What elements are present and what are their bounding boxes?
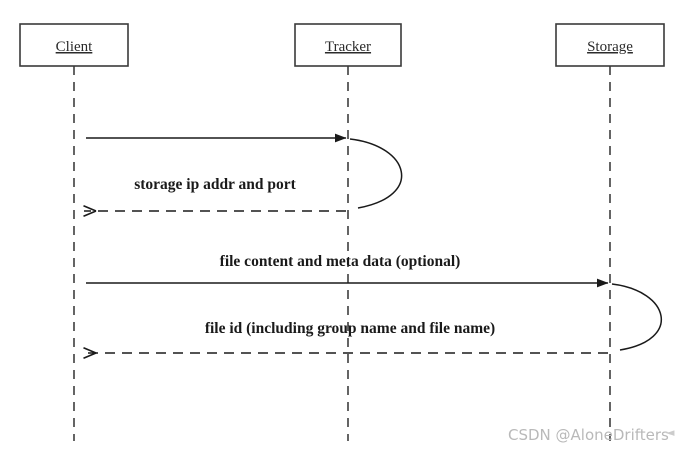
- participant-box-tracker[interactable]: [294, 23, 402, 67]
- message-3-label: file content and meta data (optional): [220, 253, 461, 270]
- participant-client[interactable]: Client: [19, 23, 129, 67]
- self-loop-storage: [611, 283, 662, 351]
- participant-box-client[interactable]: [19, 23, 129, 67]
- participant-label-tracker: Tracker: [325, 39, 371, 55]
- watermark-caret-icon: ◄: [666, 426, 675, 439]
- watermark-label: CSDN @AloneDrifters: [508, 426, 669, 444]
- message-4-label: file id (including group name and file n…: [205, 320, 495, 337]
- lifelines-group: [73, 66, 611, 441]
- participant-box-storage[interactable]: [555, 23, 665, 67]
- message-3[interactable]: file content and meta data (optional): [86, 253, 609, 288]
- message-2-label: storage ip addr and port: [134, 176, 296, 193]
- self-loop-storage-curve: [611, 283, 662, 351]
- watermark: CSDN @AloneDrifters ◄: [508, 426, 675, 444]
- message-4[interactable]: file id (including group name and file n…: [83, 320, 608, 359]
- participant-storage[interactable]: Storage: [555, 23, 665, 67]
- self-loop-tracker-curve: [349, 138, 403, 209]
- self-loop-tracker: [349, 138, 403, 209]
- message-2[interactable]: storage ip addr and port: [83, 176, 346, 217]
- participant-label-client: Client: [56, 39, 93, 55]
- participant-tracker[interactable]: Tracker: [294, 23, 402, 67]
- participant-label-storage: Storage: [587, 39, 633, 55]
